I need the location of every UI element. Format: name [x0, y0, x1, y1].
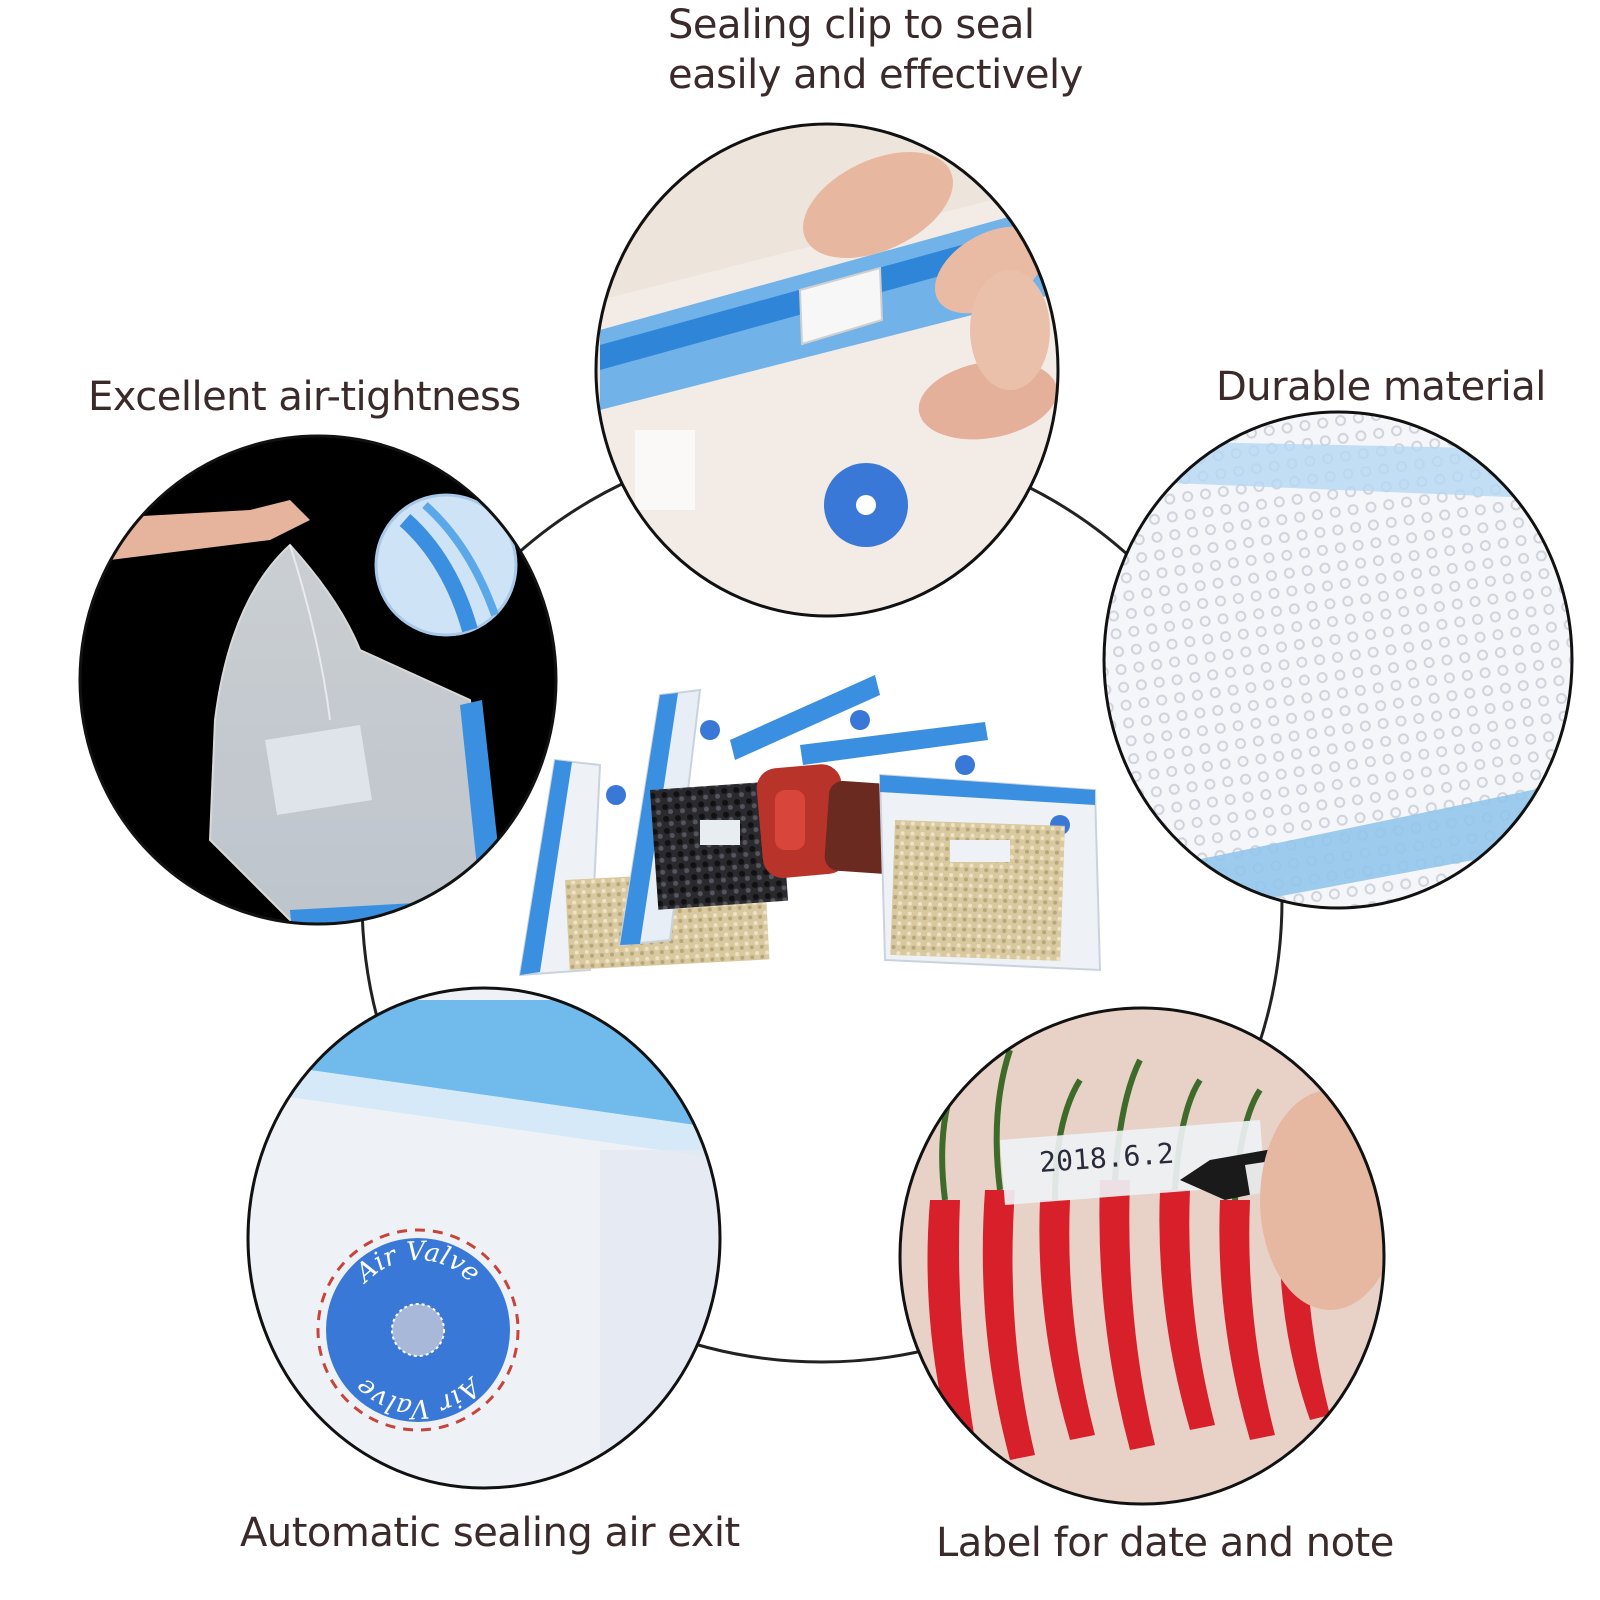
caption-durable-material: Durable material	[1216, 364, 1546, 410]
label-photo: 2018.6.2	[898, 1006, 1386, 1506]
caption-air-tightness: Excellent air-tightness	[88, 374, 521, 420]
caption-sealing-clip: Sealing clip to seal easily and effectiv…	[668, 2, 1083, 98]
product-bags-group	[518, 675, 1102, 977]
caption-label: Label for date and note	[936, 1520, 1394, 1566]
air-valve-photo: Air Valve Air Valve	[246, 986, 722, 1490]
caption-air-exit: Automatic sealing air exit	[240, 1510, 740, 1556]
air-tightness-photo	[78, 434, 558, 926]
durable-material-photo	[1102, 410, 1574, 910]
sealing-clip-photo	[594, 122, 1060, 618]
